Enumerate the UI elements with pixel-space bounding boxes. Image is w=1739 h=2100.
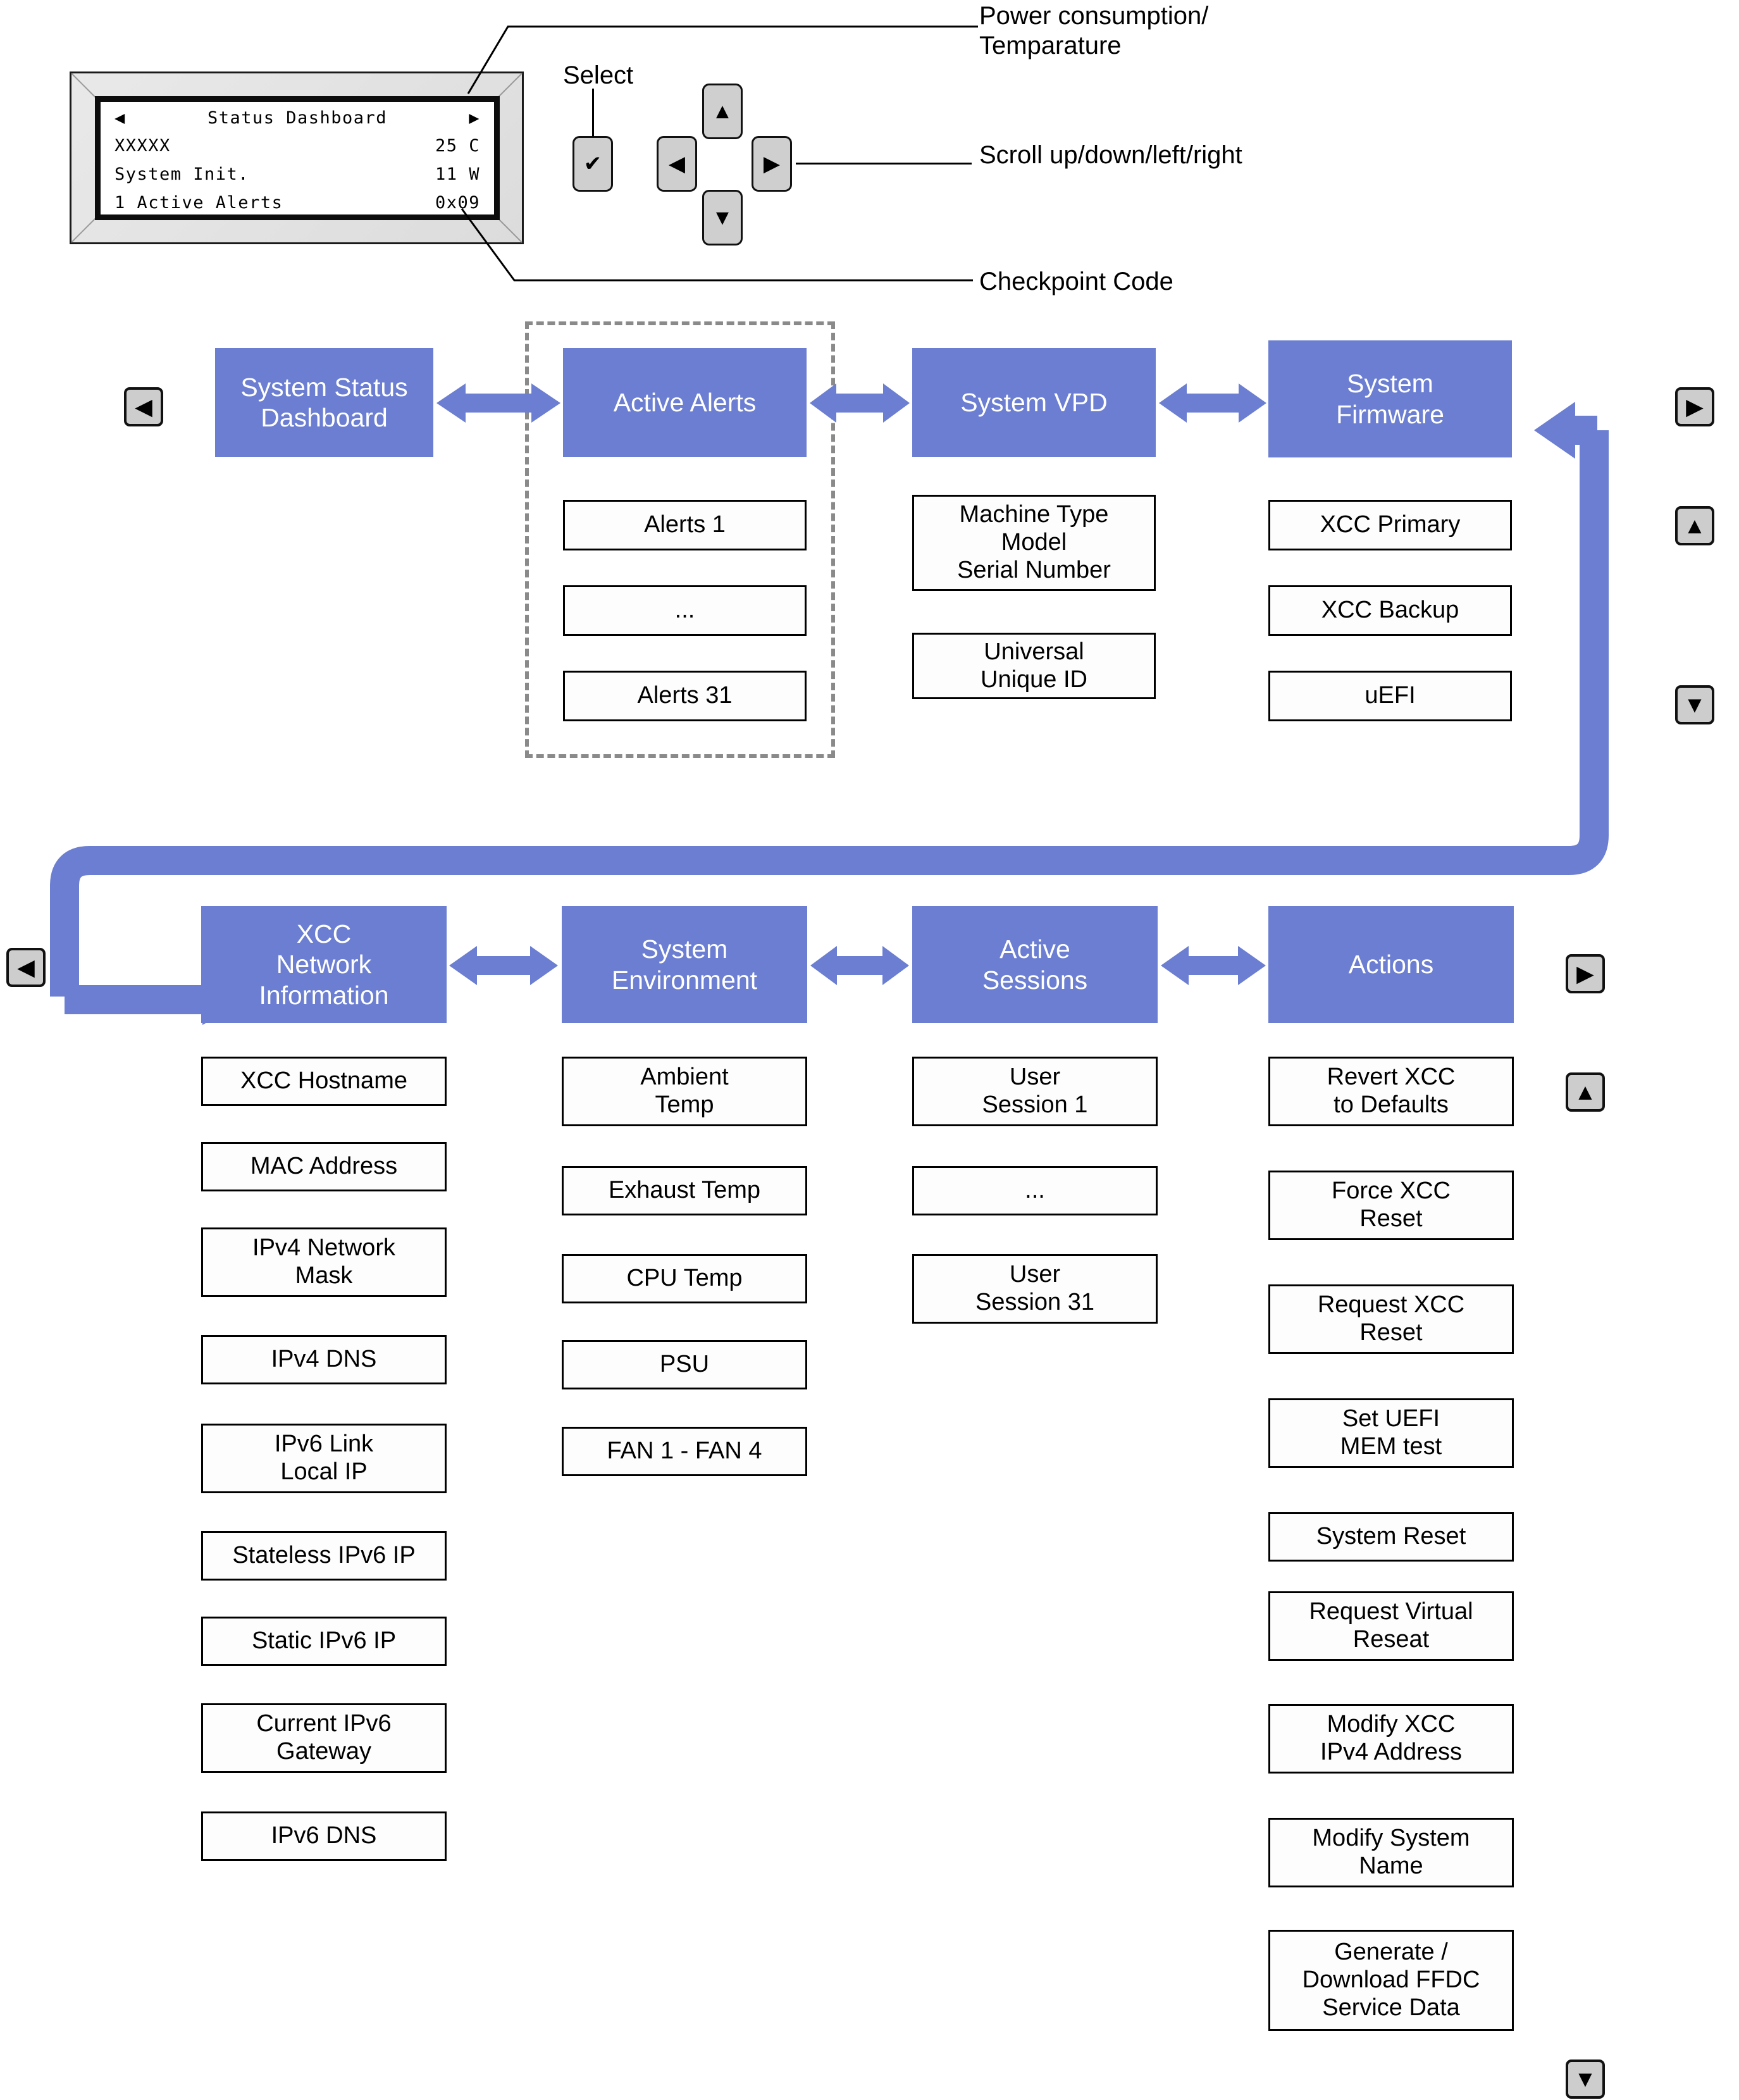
checkpoint-leader-line [461, 208, 973, 282]
scroll-right-button[interactable]: ▶ [752, 136, 792, 192]
menu-actions[interactable]: Actions [1268, 906, 1514, 1023]
subitem-current-ipv6-gateway[interactable]: Current IPv6 Gateway [201, 1703, 447, 1773]
lcd-row2-status: System Init. [114, 165, 250, 184]
nav-down-button-row1[interactable]: ▼ [1675, 685, 1714, 724]
subitem-user-session-1[interactable]: User Session 1 [912, 1057, 1158, 1126]
subitem-xcc-backup[interactable]: XCC Backup [1268, 585, 1512, 636]
menu-system-environment[interactable]: System Environment [562, 906, 807, 1023]
menu-system-vpd[interactable]: System VPD [912, 348, 1156, 457]
menu-system-status-dashboard[interactable]: System Status Dashboard [215, 348, 433, 457]
wraparound-connector [50, 402, 1609, 997]
arrow-environment-to-sessions [810, 946, 909, 985]
subitem-psu[interactable]: PSU [562, 1340, 807, 1389]
subitem-revert-xcc-to-defaults[interactable]: Revert XCC to Defaults [1268, 1057, 1514, 1126]
menu-system-firmware[interactable]: System Firmware [1268, 340, 1512, 457]
subitem-mac-address[interactable]: MAC Address [201, 1142, 447, 1191]
power-temp-leader-line [467, 25, 978, 94]
active-alerts-group-outline [525, 321, 835, 758]
power-temp-annotation: Power consumption/ Temparature [979, 2, 1209, 60]
arrow-sessions-to-actions [1161, 946, 1266, 985]
subitem-universal-unique-id[interactable]: Universal Unique ID [912, 633, 1156, 699]
nav-left-button-row1[interactable]: ◀ [124, 387, 163, 426]
subitem-modify-system-name[interactable]: Modify System Name [1268, 1818, 1514, 1887]
nav-up-button-row1[interactable]: ▲ [1675, 506, 1714, 545]
checkpoint-annotation: Checkpoint Code [979, 268, 1173, 295]
subitem-generate-download-ffdc[interactable]: Generate / Download FFDC Service Data [1268, 1930, 1514, 2031]
nav-up-button-row2[interactable]: ▲ [1566, 1072, 1605, 1112]
arrow-vpd-to-firmware [1159, 383, 1266, 423]
lcd-row3-checkpoint: 0x09 [435, 193, 480, 213]
select-label: Select [563, 61, 634, 89]
subitem-force-xcc-reset[interactable]: Force XCC Reset [1268, 1171, 1514, 1240]
lcd-right-arrow-icon: ▶ [469, 108, 480, 128]
select-button[interactable]: ✔ [572, 136, 613, 192]
subitem-exhaust-temp[interactable]: Exhaust Temp [562, 1166, 807, 1215]
subitem-ipv4-network-mask[interactable]: IPv4 Network Mask [201, 1227, 447, 1297]
lcd-title-row: ◀ Status Dashboard ▶ [114, 106, 480, 131]
lcd-row3-alerts: 1 Active Alerts [114, 193, 283, 213]
subitem-ipv6-dns[interactable]: IPv6 DNS [201, 1811, 447, 1861]
subitem-modify-xcc-ipv4-address[interactable]: Modify XCC IPv4 Address [1268, 1704, 1514, 1774]
menu-xcc-network-information[interactable]: XCC Network Information [201, 906, 447, 1023]
subitem-ambient-temp[interactable]: Ambient Temp [562, 1057, 807, 1126]
arrow-xcc-to-environment [449, 946, 558, 985]
subitem-ipv4-dns[interactable]: IPv4 DNS [201, 1335, 447, 1384]
subitem-request-xcc-reset[interactable]: Request XCC Reset [1268, 1284, 1514, 1354]
menu-active-sessions[interactable]: Active Sessions [912, 906, 1158, 1023]
subitem-fan-1-fan-4[interactable]: FAN 1 - FAN 4 [562, 1427, 807, 1476]
lcd-left-arrow-icon: ◀ [114, 108, 126, 128]
subitem-alerts-31[interactable]: Alerts 31 [563, 671, 807, 721]
bezel-bevel-lines [71, 73, 523, 243]
subitem-alerts-1[interactable]: Alerts 1 [563, 500, 807, 550]
lcd-row2-power: 11 W [435, 165, 480, 184]
lcd-screen: ◀ Status Dashboard ▶ XXXXX 25 C System I… [95, 96, 500, 220]
subitem-xcc-hostname[interactable]: XCC Hostname [201, 1057, 447, 1106]
lcd-row1-left: XXXXX [114, 136, 171, 156]
arrow-alerts-to-vpd [810, 383, 910, 423]
subitem-stateless-ipv6-ip[interactable]: Stateless IPv6 IP [201, 1531, 447, 1581]
lcd-data-row-1: XXXXX 25 C [114, 134, 480, 159]
scroll-left-button[interactable]: ◀ [657, 136, 697, 192]
lcd-row1-temperature: 25 C [435, 136, 480, 156]
subitem-ipv6-link-local-ip[interactable]: IPv6 Link Local IP [201, 1424, 447, 1493]
nav-right-button-row2[interactable]: ▶ [1566, 954, 1605, 993]
select-leader-line [592, 89, 594, 137]
subitem-user-session-31[interactable]: User Session 31 [912, 1254, 1158, 1324]
subitem-request-virtual-reseat[interactable]: Request Virtual Reseat [1268, 1591, 1514, 1661]
scroll-annotation: Scroll up/down/left/right [979, 141, 1242, 169]
lcd-data-row-2: System Init. 11 W [114, 162, 480, 187]
subitem-user-session-ellipsis[interactable]: ... [912, 1166, 1158, 1215]
nav-left-button-row2[interactable]: ◀ [6, 948, 46, 987]
subitem-system-reset[interactable]: System Reset [1268, 1512, 1514, 1562]
subitem-xcc-primary[interactable]: XCC Primary [1268, 500, 1512, 550]
lcd-data-row-3: 1 Active Alerts 0x09 [114, 190, 480, 216]
subitem-machine-type-model-serial[interactable]: Machine Type Model Serial Number [912, 495, 1156, 591]
scroll-leader-line [796, 163, 972, 165]
menu-active-alerts[interactable]: Active Alerts [563, 348, 807, 457]
nav-down-button-row2[interactable]: ▼ [1566, 2060, 1605, 2099]
subitem-alerts-ellipsis[interactable]: ... [563, 585, 807, 636]
arrow-dashboard-to-alerts [436, 383, 560, 423]
scroll-down-button[interactable]: ▼ [702, 190, 743, 245]
subitem-uefi[interactable]: uEFI [1268, 671, 1512, 721]
subitem-set-uefi-mem-test[interactable]: Set UEFI MEM test [1268, 1398, 1514, 1468]
scroll-up-button[interactable]: ▲ [702, 84, 743, 139]
nav-right-button-row1[interactable]: ▶ [1675, 387, 1714, 426]
lcd-title: Status Dashboard [207, 108, 388, 128]
subitem-static-ipv6-ip[interactable]: Static IPv6 IP [201, 1617, 447, 1666]
subitem-cpu-temp[interactable]: CPU Temp [562, 1254, 807, 1303]
